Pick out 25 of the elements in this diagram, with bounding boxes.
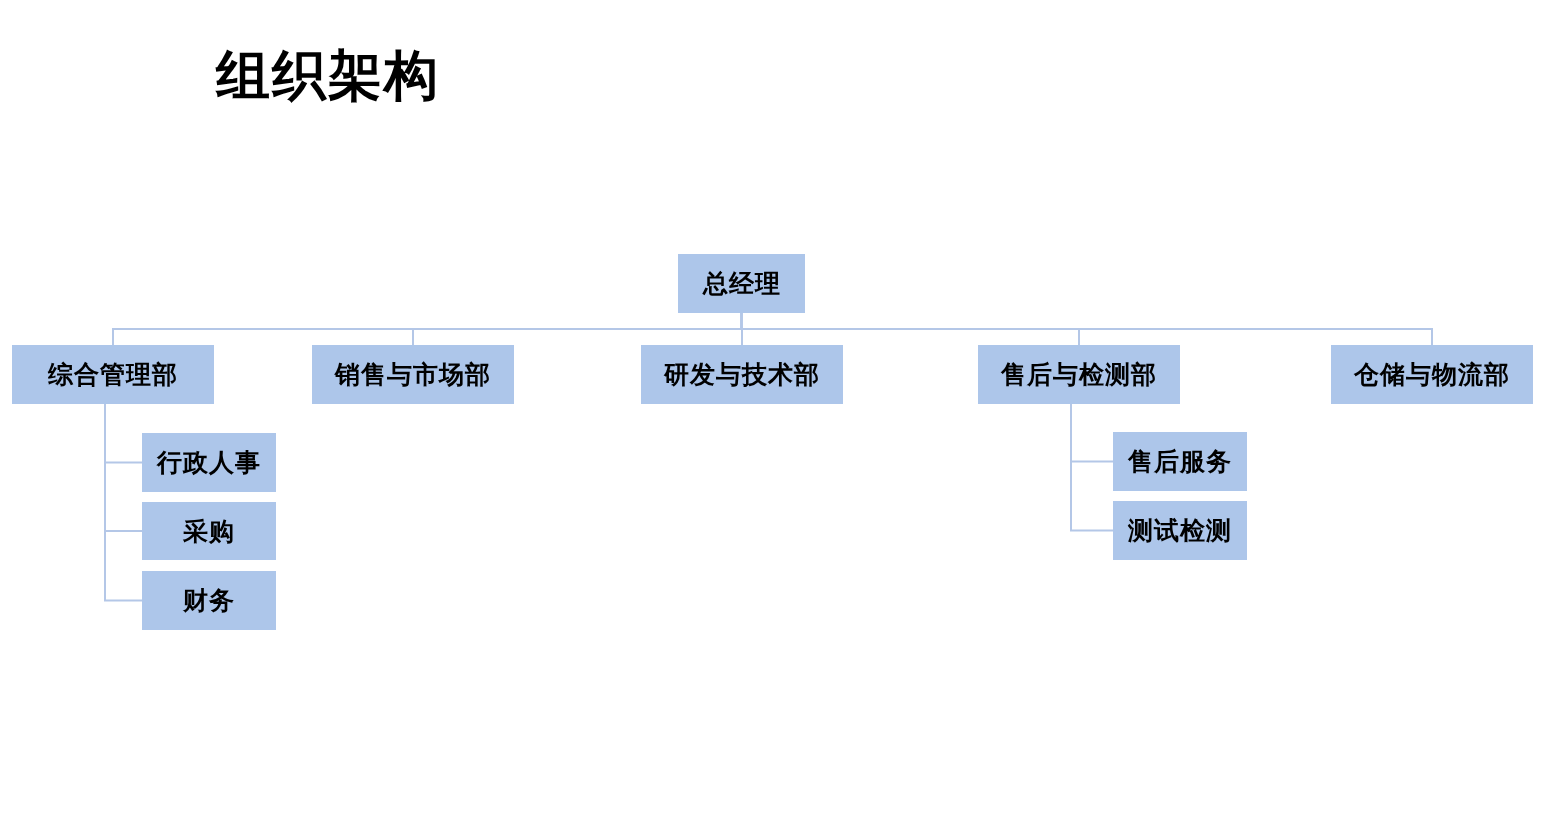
org-box — [142, 502, 276, 560]
org-box — [142, 433, 276, 492]
connector-line — [104, 403, 143, 602]
unit-name: 行政人事 — [157, 447, 261, 479]
unit-name: 销售与市场部 — [335, 359, 491, 391]
unit-name: 测试检测 — [1128, 515, 1232, 547]
org-box — [312, 345, 514, 404]
unit-name: 采购 — [183, 515, 235, 548]
unit-name: 售后服务 — [1128, 446, 1232, 478]
org-box — [1113, 432, 1247, 491]
org-box — [142, 571, 276, 630]
org-box — [978, 345, 1180, 404]
org-box — [1331, 345, 1533, 404]
unit-name: 仓储与物流部 — [1354, 359, 1510, 391]
unit-name: 售后与检测部 — [1001, 359, 1157, 391]
unit-name: 财务 — [183, 585, 235, 617]
connector-line — [1070, 403, 1114, 532]
org-box — [641, 345, 843, 404]
unit-name: 综合管理部 — [48, 359, 178, 391]
unit-name: 总经理 — [702, 268, 781, 300]
org-box — [12, 345, 214, 404]
org-box — [678, 254, 805, 313]
title: 组织架构 — [216, 46, 440, 106]
unit-name: 研发与技术部 — [664, 359, 820, 391]
org-box — [1113, 501, 1247, 560]
